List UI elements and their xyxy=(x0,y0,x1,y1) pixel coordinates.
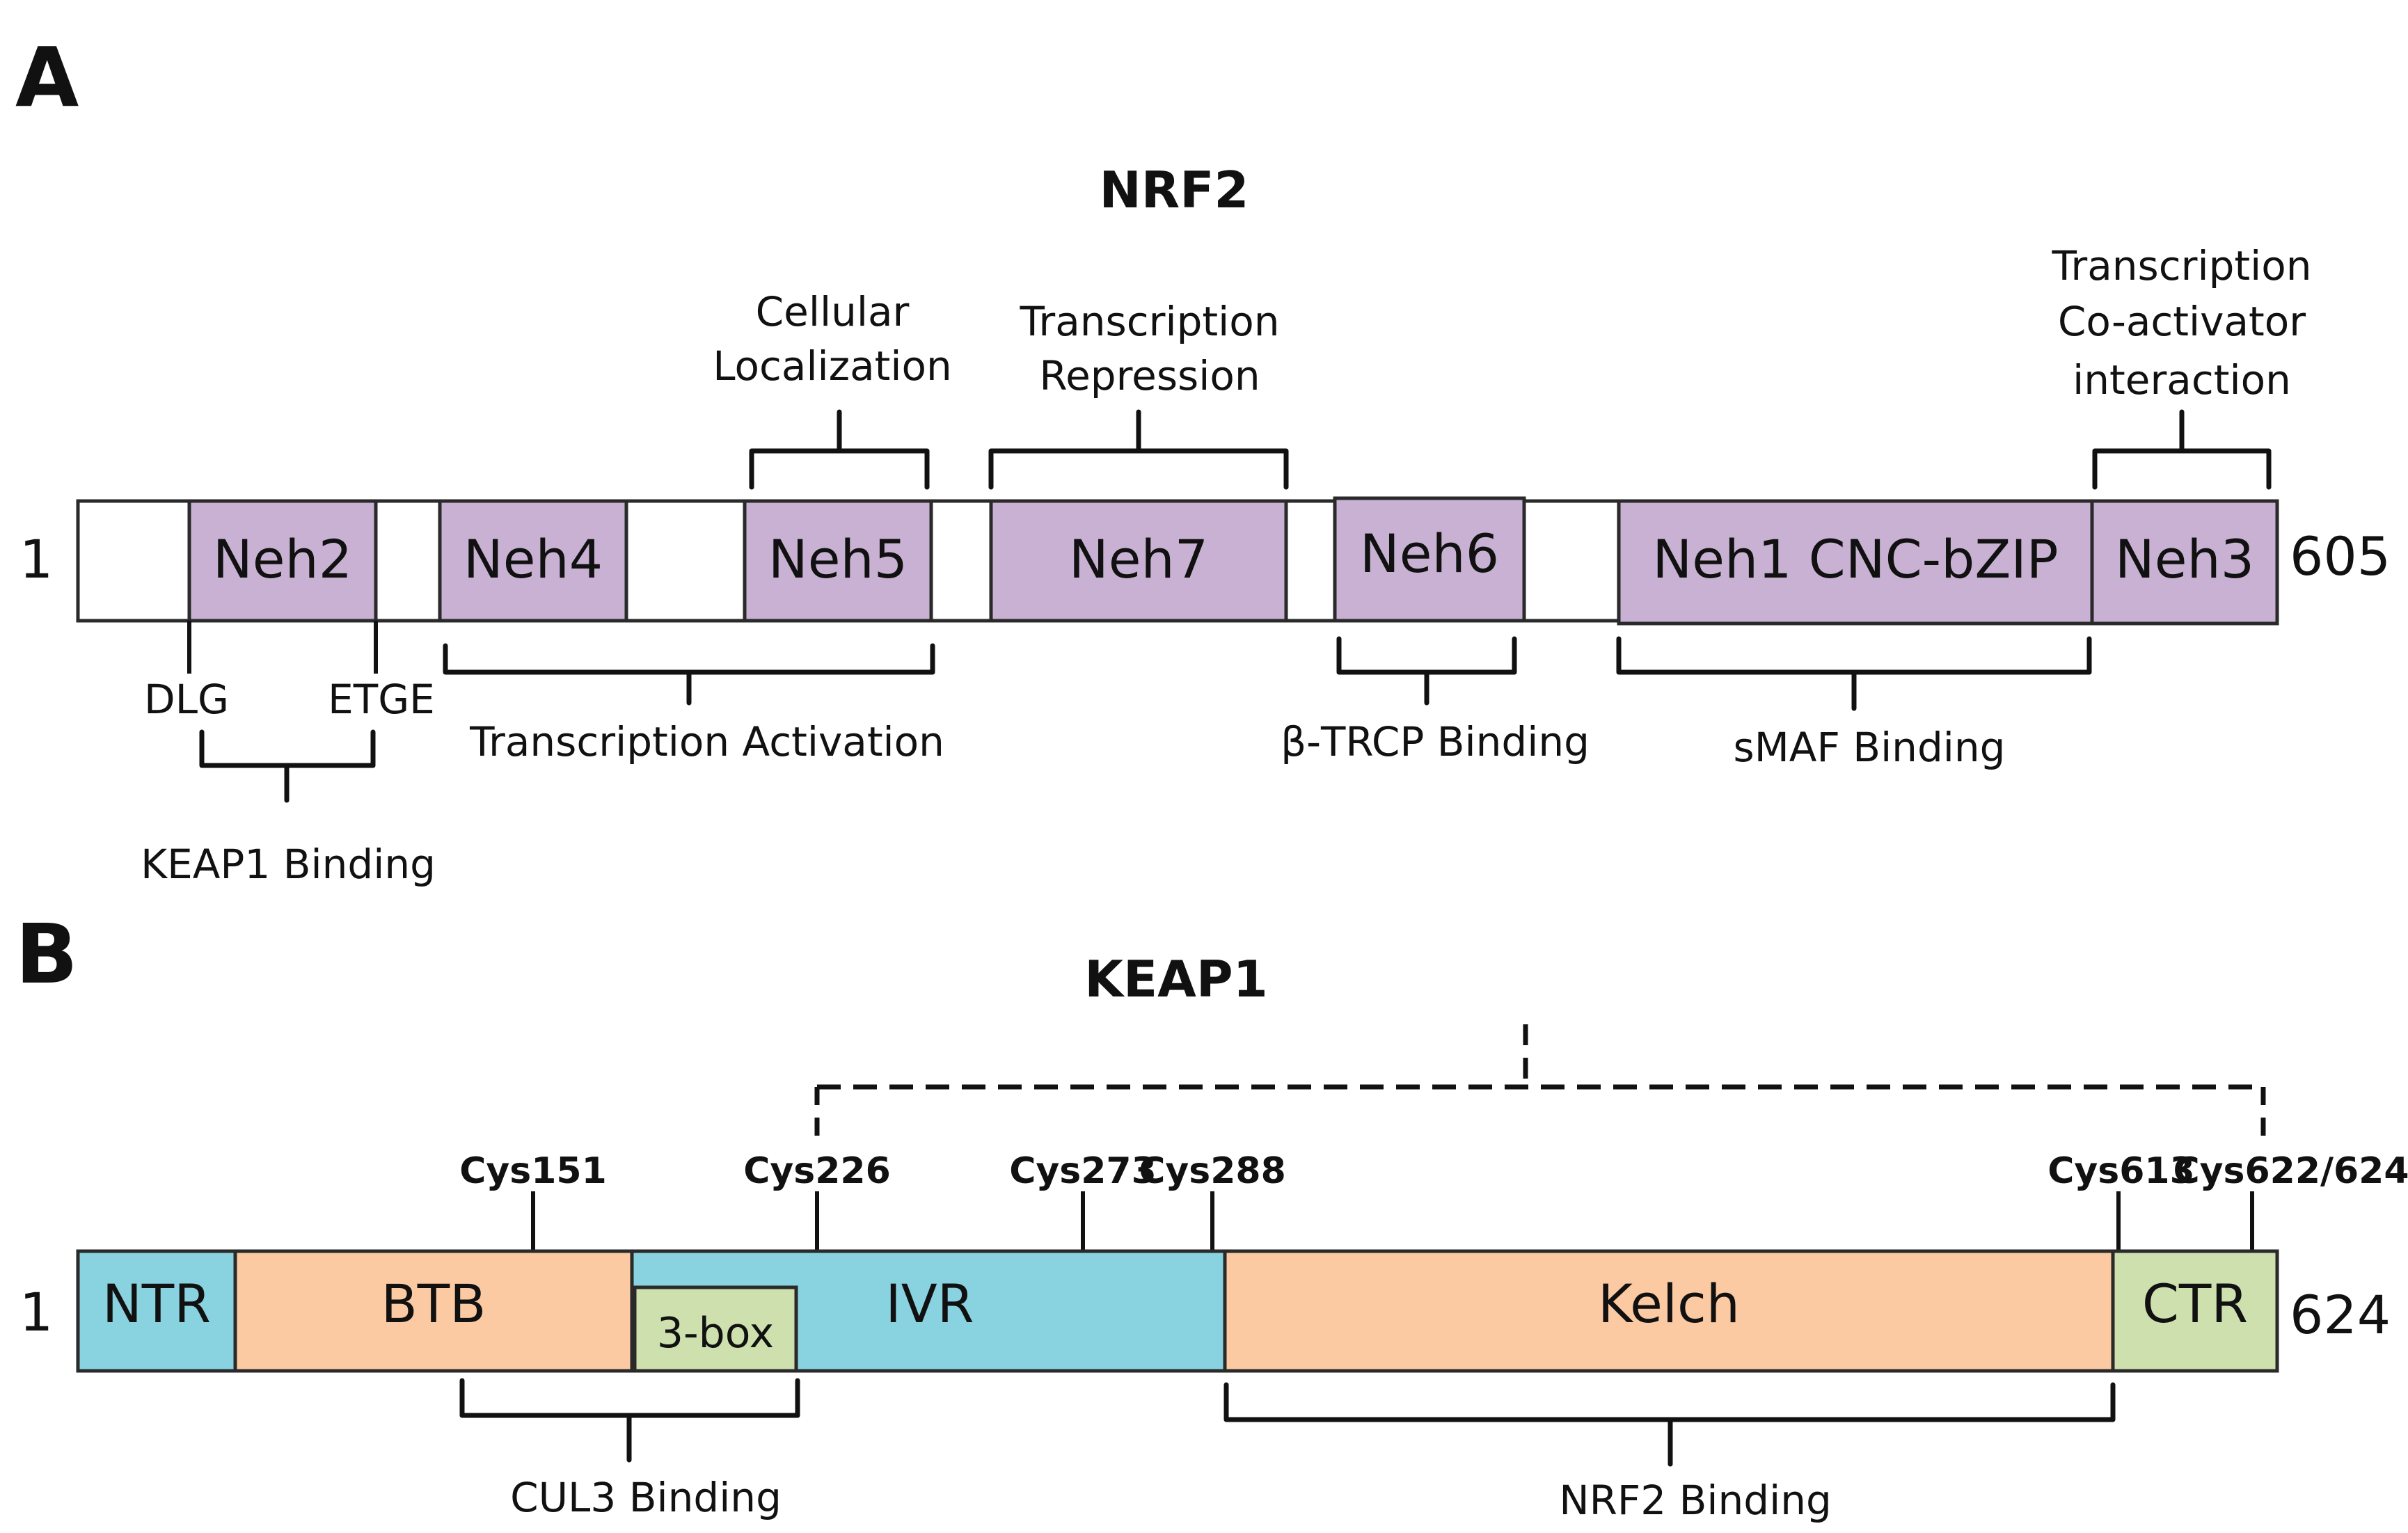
neh7-label: Neh7 xyxy=(1069,528,1208,590)
smaf-binding-label: sMAF Binding xyxy=(1734,724,2006,771)
neh2-domain xyxy=(187,499,378,623)
panel-b-label: B xyxy=(15,906,78,1002)
coactivator-bracket xyxy=(2092,409,2272,490)
cys151-label: Cys151 xyxy=(459,1150,607,1192)
cellular-localization-line2: Localization xyxy=(713,342,952,390)
panel-a-label: A xyxy=(15,29,79,125)
cys273-label: Cys273 xyxy=(1009,1150,1157,1192)
coactivator-line3: interaction xyxy=(2073,356,2291,404)
keap1-binding-annotation: DLG ETGE KEAP1 Binding xyxy=(141,621,436,888)
transcription-activation-label: Transcription Activation xyxy=(469,718,944,765)
transcription-repression-annotation: Transcription Repression xyxy=(988,298,1289,490)
transcription-activation-annotation: Transcription Activation xyxy=(443,643,944,765)
dlg-label: DLG xyxy=(144,676,229,723)
cul3-binding-label: CUL3 Binding xyxy=(510,1474,782,1521)
neh4-domain xyxy=(438,499,628,623)
nrf2-binding-bracket xyxy=(1223,1382,2116,1467)
neh3-domain xyxy=(2090,499,2279,626)
nrf2-binding-label: NRF2 Binding xyxy=(1559,1477,1832,1524)
cys613-label: Cys613 xyxy=(2047,1150,2195,1192)
cys622-624-label: Cys622/624 xyxy=(2173,1150,2408,1192)
ctr-label: CTR xyxy=(2142,1273,2248,1335)
nrf2-end: 605 xyxy=(2290,525,2391,587)
cellular-localization-line1: Cellular xyxy=(756,288,910,335)
neh1-label: Neh1 CNC-bZIP xyxy=(1652,528,2058,590)
cul3-binding-bracket xyxy=(459,1378,800,1463)
btrcp-binding-annotation: β-TRCP Binding xyxy=(1281,636,1590,765)
coactivator-interaction-annotation: Transcription Co-activator interaction xyxy=(2051,242,2312,490)
cysteine-markers: Cys151 Cys226 Cys273 Cys288 Cys613 Cys62… xyxy=(459,1150,2408,1253)
cellular-localization-bracket xyxy=(749,409,930,490)
cys288-label: Cys288 xyxy=(1139,1150,1286,1192)
keap1-domains: NTR BTB IVR 3-box Kelch CTR xyxy=(76,1249,2279,1373)
keap1-title: KEAP1 xyxy=(1084,950,1268,1008)
cul3-binding-annotation: CUL3 Binding xyxy=(459,1378,800,1521)
neh1-domain xyxy=(1617,499,2094,626)
etge-label: ETGE xyxy=(328,676,435,723)
neh2-label: Neh2 xyxy=(213,528,352,590)
nrf2-title: NRF2 xyxy=(1100,161,1249,219)
btrcp-binding-bracket xyxy=(1336,636,1517,706)
panel-a: A NRF2 1 605 Neh2 Neh4 Neh5 Neh7 Neh6 Ne… xyxy=(15,29,2391,888)
three-box-label: 3-box xyxy=(657,1309,774,1358)
keap1-binding-label: KEAP1 Binding xyxy=(141,841,436,888)
kelch-domain xyxy=(1223,1249,2115,1373)
neh5-domain xyxy=(743,499,933,623)
nrf2-domains: Neh2 Neh4 Neh5 Neh7 Neh6 Neh1 CNC-bZIP N… xyxy=(187,496,2279,626)
neh7-domain xyxy=(989,499,1288,623)
neh6-domain xyxy=(1333,496,1526,623)
ntr-domain xyxy=(76,1249,237,1373)
dashed-bracket xyxy=(814,1024,2266,1148)
btrcp-binding-label: β-TRCP Binding xyxy=(1281,718,1590,765)
keap1-start: 1 xyxy=(19,1281,53,1343)
nrf2-binding-annotation: NRF2 Binding xyxy=(1223,1382,2116,1524)
neh3-label: Neh3 xyxy=(2115,528,2254,590)
coactivator-line2: Co-activator xyxy=(2058,298,2306,345)
panel-b: B KEAP1 Cys151 Cys226 Cys273 Cys288 Cys6… xyxy=(15,906,2408,1524)
transcription-repression-bracket xyxy=(988,409,1289,490)
kelch-label: Kelch xyxy=(1598,1273,1740,1335)
coactivator-line1: Transcription xyxy=(2051,242,2311,289)
neh4-label: Neh4 xyxy=(464,528,603,590)
keap1-end: 624 xyxy=(2290,1284,2391,1346)
ivr-label: IVR xyxy=(885,1273,974,1335)
smaf-binding-bracket xyxy=(1616,636,2092,711)
nrf2-start: 1 xyxy=(19,528,53,590)
three-box-domain xyxy=(633,1285,798,1373)
transcription-repression-line2: Repression xyxy=(1039,352,1260,399)
smaf-binding-annotation: sMAF Binding xyxy=(1616,636,2092,771)
transcription-activation-bracket xyxy=(443,643,935,706)
ctr-domain xyxy=(2111,1249,2279,1373)
ntr-label: NTR xyxy=(102,1273,211,1335)
cellular-localization-annotation: Cellular Localization xyxy=(713,288,952,490)
cys226-label: Cys226 xyxy=(743,1150,891,1192)
btb-domain xyxy=(233,1249,634,1373)
keap1-binding-bracket xyxy=(199,729,376,803)
btb-label: BTB xyxy=(381,1273,486,1335)
neh6-label: Neh6 xyxy=(1360,523,1499,585)
transcription-repression-line1: Transcription xyxy=(1019,298,1279,345)
neh5-label: Neh5 xyxy=(768,528,908,590)
